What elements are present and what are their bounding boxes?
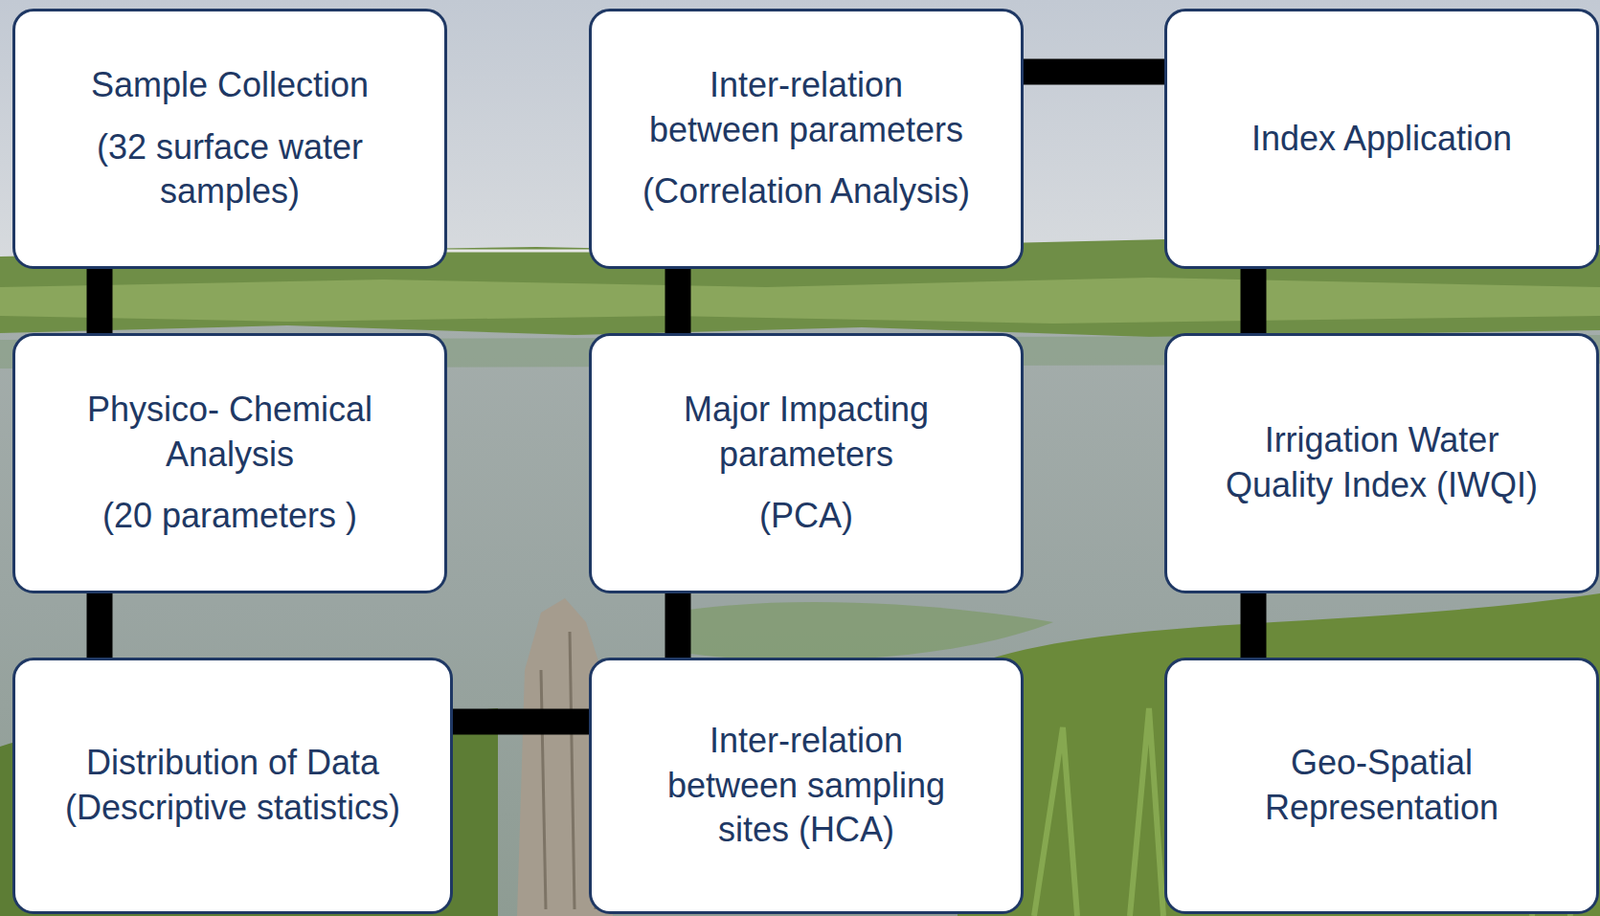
process-box: Irrigation Water Quality Index (IWQI): [1164, 333, 1600, 594]
process-box: Physico- Chemical Analysis (20 parameters…: [12, 333, 448, 594]
sky: [0, 0, 1600, 288]
box-label: Distribution of Data (Descriptive statis…: [32, 741, 433, 832]
connector-bar: [87, 593, 113, 658]
box-label: Inter-relation between sampling sites (H…: [644, 719, 969, 854]
process-box: Distribution of Data (Descriptive statis…: [12, 657, 453, 915]
box-label: Geo-Spatial Representation: [1190, 741, 1574, 832]
box-label: Inter-relation between parameters: [644, 63, 969, 154]
box-label: (20 parameters ): [102, 494, 358, 540]
connector-bar: [452, 709, 589, 736]
box-label: Irrigation Water Quality Index (IWQI): [1216, 418, 1548, 509]
connector-bar: [87, 269, 113, 334]
box-label: Physico- Chemical Analysis: [38, 387, 422, 478]
connector-bar: [1240, 269, 1267, 334]
process-box: Index Application: [1164, 8, 1600, 270]
box-label: (Correlation Analysis): [642, 169, 970, 215]
process-box: Inter-relation between sampling sites (H…: [588, 657, 1024, 915]
algae: [670, 602, 1054, 661]
box-label: Sample Collection: [90, 63, 369, 109]
process-box: Inter-relation between parameters (Correl…: [588, 8, 1024, 270]
reeds: [957, 593, 1600, 916]
water: [0, 287, 1600, 916]
connector-bar: [1240, 593, 1267, 658]
box-label: Major Impacting parameters: [614, 387, 998, 478]
stump-grain: [540, 631, 596, 910]
fence: [421, 249, 613, 253]
bank-grass: [0, 277, 1600, 324]
process-box: Major Impacting parameters (PCA): [588, 333, 1024, 594]
box-label: Index Application: [1251, 116, 1512, 162]
box-label: (PCA): [759, 494, 854, 540]
process-box: Geo-Spatial Representation: [1164, 657, 1600, 915]
connector-bar: [665, 269, 692, 334]
process-box: Sample Collection (32 surface water sampl…: [12, 8, 448, 270]
connector-bar: [665, 593, 692, 658]
box-label: (32 surface water samples): [47, 125, 412, 216]
connector-bar: [1023, 59, 1165, 86]
